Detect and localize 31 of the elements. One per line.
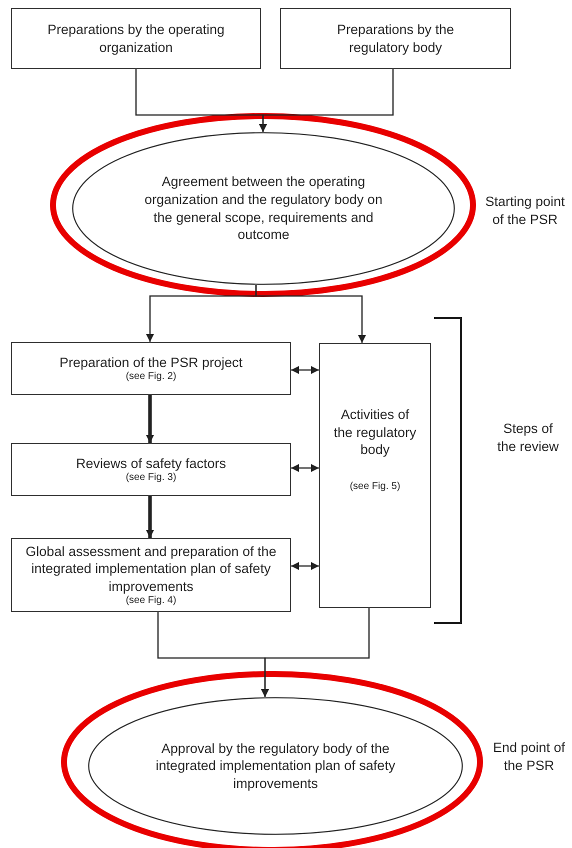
arrow — [291, 366, 319, 374]
arrow — [255, 285, 366, 343]
process-box — [11, 443, 291, 496]
process-box — [280, 8, 511, 69]
bracket-label: Steps of the review — [496, 420, 560, 456]
node-label: Preparations by the operating organization — [46, 20, 226, 56]
node-label: Activities of the regulatory body — [332, 406, 418, 459]
node-label: Reviews of safety factors — [76, 454, 226, 472]
process-box — [319, 343, 431, 608]
arrow — [261, 608, 370, 697]
arrow — [146, 496, 154, 538]
figure-reference: (see Fig. 2) — [126, 371, 176, 384]
figure-reference: (see Fig. 5) — [350, 480, 400, 493]
process-box — [11, 8, 261, 69]
node-label: Preparation of the PSR project — [59, 354, 243, 372]
arrow — [146, 395, 154, 443]
arrow — [291, 464, 319, 472]
figure-reference: (see Fig. 3) — [126, 472, 176, 484]
arrow — [291, 562, 319, 570]
process-box — [11, 342, 291, 395]
side-note: Starting point of the PSR — [484, 193, 566, 228]
node-label: Approval by the regulatory body of the integrated implementation plan of safety improvements — [154, 740, 396, 792]
arrow — [259, 69, 394, 132]
oval-node — [72, 132, 455, 285]
oval-node — [88, 697, 463, 835]
process-box — [11, 538, 291, 612]
figure-reference: (see Fig. 4) — [126, 595, 176, 608]
node-label: Preparations by the regulatory body — [336, 20, 456, 56]
node-label: Global assessment and preparation of the integrated implementation plan of safety improvements — [24, 542, 278, 596]
side-note: End point of the PSR — [492, 739, 566, 774]
node-label: Agreement between the operating organization and the regulatory body on the general scope, requirements and outcome — [144, 173, 384, 244]
